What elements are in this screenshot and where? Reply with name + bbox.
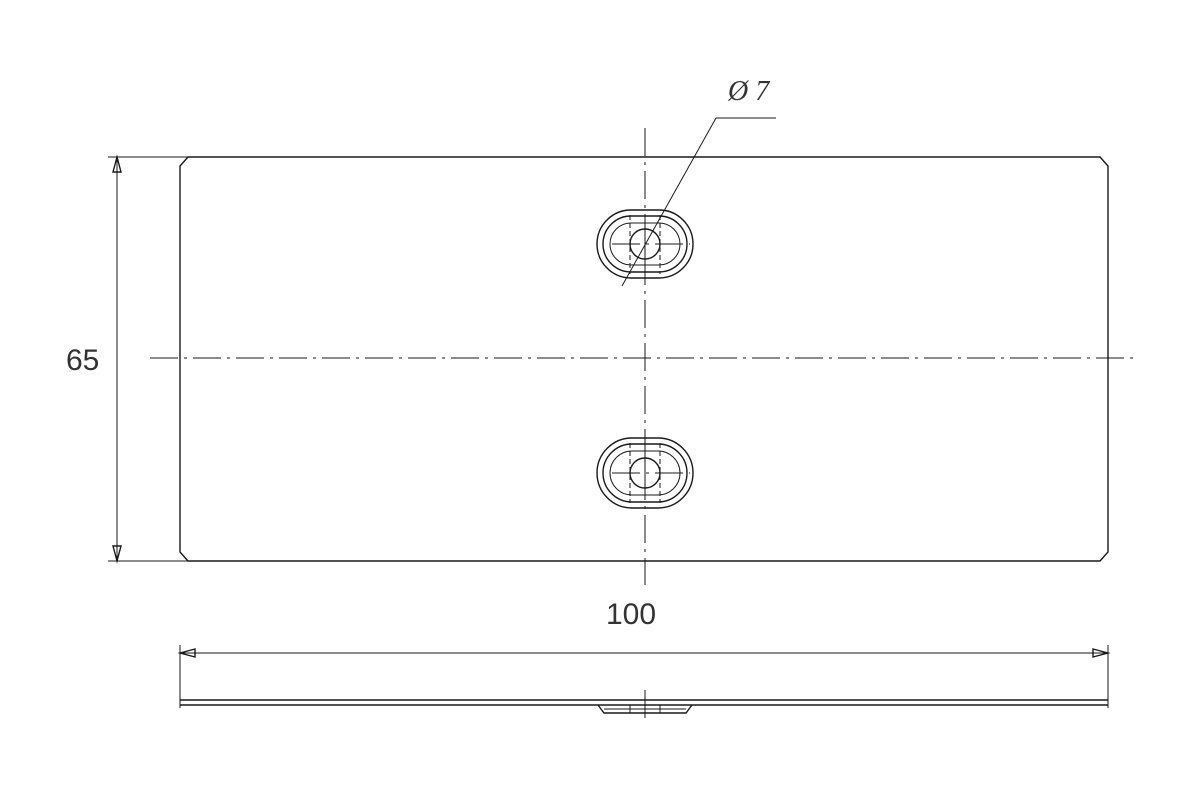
height-dimension-label: 65	[66, 344, 99, 377]
width-dimension	[177, 645, 1111, 707]
diameter-leader	[621, 117, 776, 287]
side-view	[179, 690, 1109, 724]
lower-slot-hole	[596, 437, 694, 509]
upper-slot-hole	[596, 209, 694, 279]
width-dimension-label: 100	[606, 598, 656, 631]
hole-diameter-label: Ø 7	[727, 76, 770, 107]
height-dimension	[108, 154, 188, 564]
plate-outline	[179, 156, 1109, 562]
